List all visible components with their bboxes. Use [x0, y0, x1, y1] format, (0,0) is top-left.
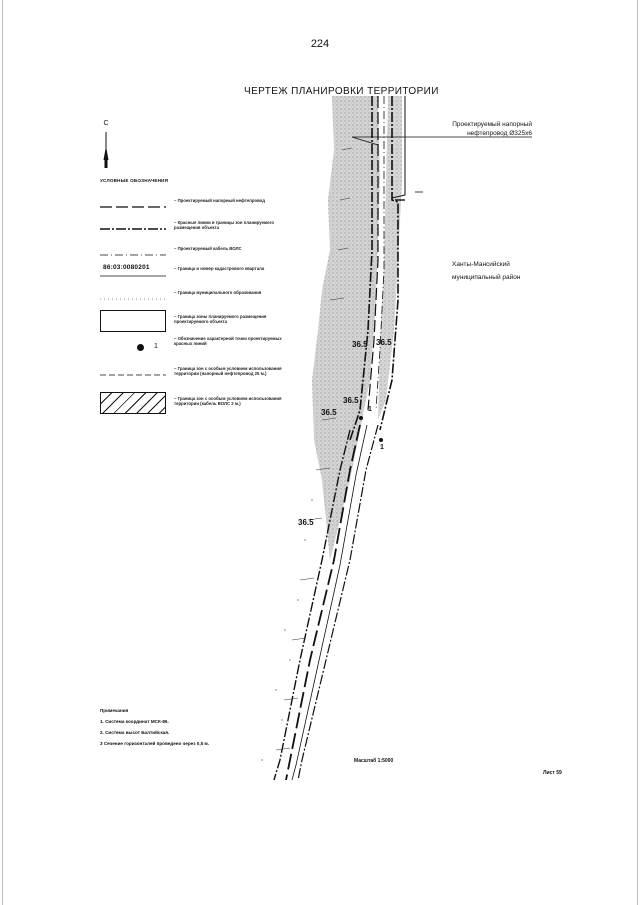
contour-label: 36.5 [376, 338, 392, 347]
page-border-right [637, 0, 638, 905]
sheet-number: Лист 59 [543, 770, 562, 776]
point-label: 1 [154, 343, 158, 350]
note-item: 1. Система координат МСК-86. [100, 719, 169, 724]
legend-text: – Граница и номер кадастрового квартала [174, 266, 265, 271]
characteristic-point [379, 438, 383, 442]
hatch-symbol [100, 392, 166, 414]
legend-text: – Проектируемый кабель ВОЛС [174, 246, 242, 251]
terrain-shading-east [378, 96, 402, 420]
legend-text: – Граница зон с особым условием использо… [174, 366, 282, 377]
callout-line: Проектируемый напорный [452, 121, 532, 128]
legend-text: – Красные линии и границы зон планируемо… [174, 220, 275, 231]
point-label: 1 [380, 444, 384, 451]
legend-title: УСЛОВНЫЕ ОБОЗНАЧЕНИЯ [100, 178, 169, 183]
zone-boundary-upper [391, 96, 406, 199]
page-border-left [2, 0, 3, 905]
north-arrow: С [99, 120, 113, 180]
note-item: 3 Сечение горизонталей проведено через 0… [100, 741, 210, 746]
legend-text: – Граница муниципального образования [174, 290, 262, 295]
contour-label: 36.5 [298, 518, 314, 527]
region-line: Ханты-Мансийский [452, 261, 510, 268]
cable-upper [375, 96, 385, 411]
contour-label: 36.5 [321, 408, 337, 417]
region-label: Ханты-Мансийский муниципальный район [452, 258, 562, 284]
cadastral-number: 86:03:0080201 [103, 264, 150, 271]
red-line-west [349, 96, 373, 441]
red-line-lower-east [297, 424, 379, 781]
page-number: 224 [310, 38, 330, 50]
characteristic-point [359, 416, 363, 420]
point-dot-icon [137, 344, 144, 351]
red-line-east [379, 96, 399, 431]
terrain-shading [312, 96, 380, 560]
legend-text: – Граница зон с особым условием использо… [174, 396, 282, 407]
legend-text: – Граница зоны планируемого размещения п… [174, 314, 267, 325]
region-line: муниципальный район [452, 274, 521, 281]
notes-title: Примечания [100, 708, 129, 713]
north-label: С [103, 120, 109, 127]
cable-lower [291, 424, 368, 781]
pipeline-callout: Проектируемый напорный нефтепровод Ø325х… [430, 120, 532, 138]
pipeline-upper [367, 96, 379, 411]
legend: УСЛОВНЫЕ ОБОЗНАЧЕНИЯ – Проектируемый нап… [100, 178, 290, 414]
point-label: 1 [368, 406, 372, 413]
scale-label: Масштаб 1:5000 [354, 758, 394, 764]
contour-label: 36.5 [352, 340, 368, 349]
legend-text: – Проектируемый напорный нефтепровод [174, 198, 265, 203]
zone-box-symbol [100, 310, 166, 332]
contour-label: 36.5 [343, 396, 359, 405]
legend-text: – Обозначение характерной точки проектир… [174, 336, 282, 347]
sheet-title: ЧЕРТЕЖ ПЛАНИРОВКИ ТЕРРИТОРИИ [244, 86, 439, 97]
notes: Примечания 1. Система координат МСК-86. … [100, 705, 209, 749]
terrain-dots [261, 499, 313, 761]
note-item: 2. Система высот Балтийская. [100, 730, 170, 735]
pipeline-lower [285, 424, 361, 781]
north-arrow-icon [103, 132, 109, 168]
callout-leader [351, 136, 379, 146]
contour-ticks [275, 147, 353, 751]
red-line-lower-west [273, 429, 351, 781]
callout-line: нефтепровод Ø325х6 [467, 130, 532, 137]
